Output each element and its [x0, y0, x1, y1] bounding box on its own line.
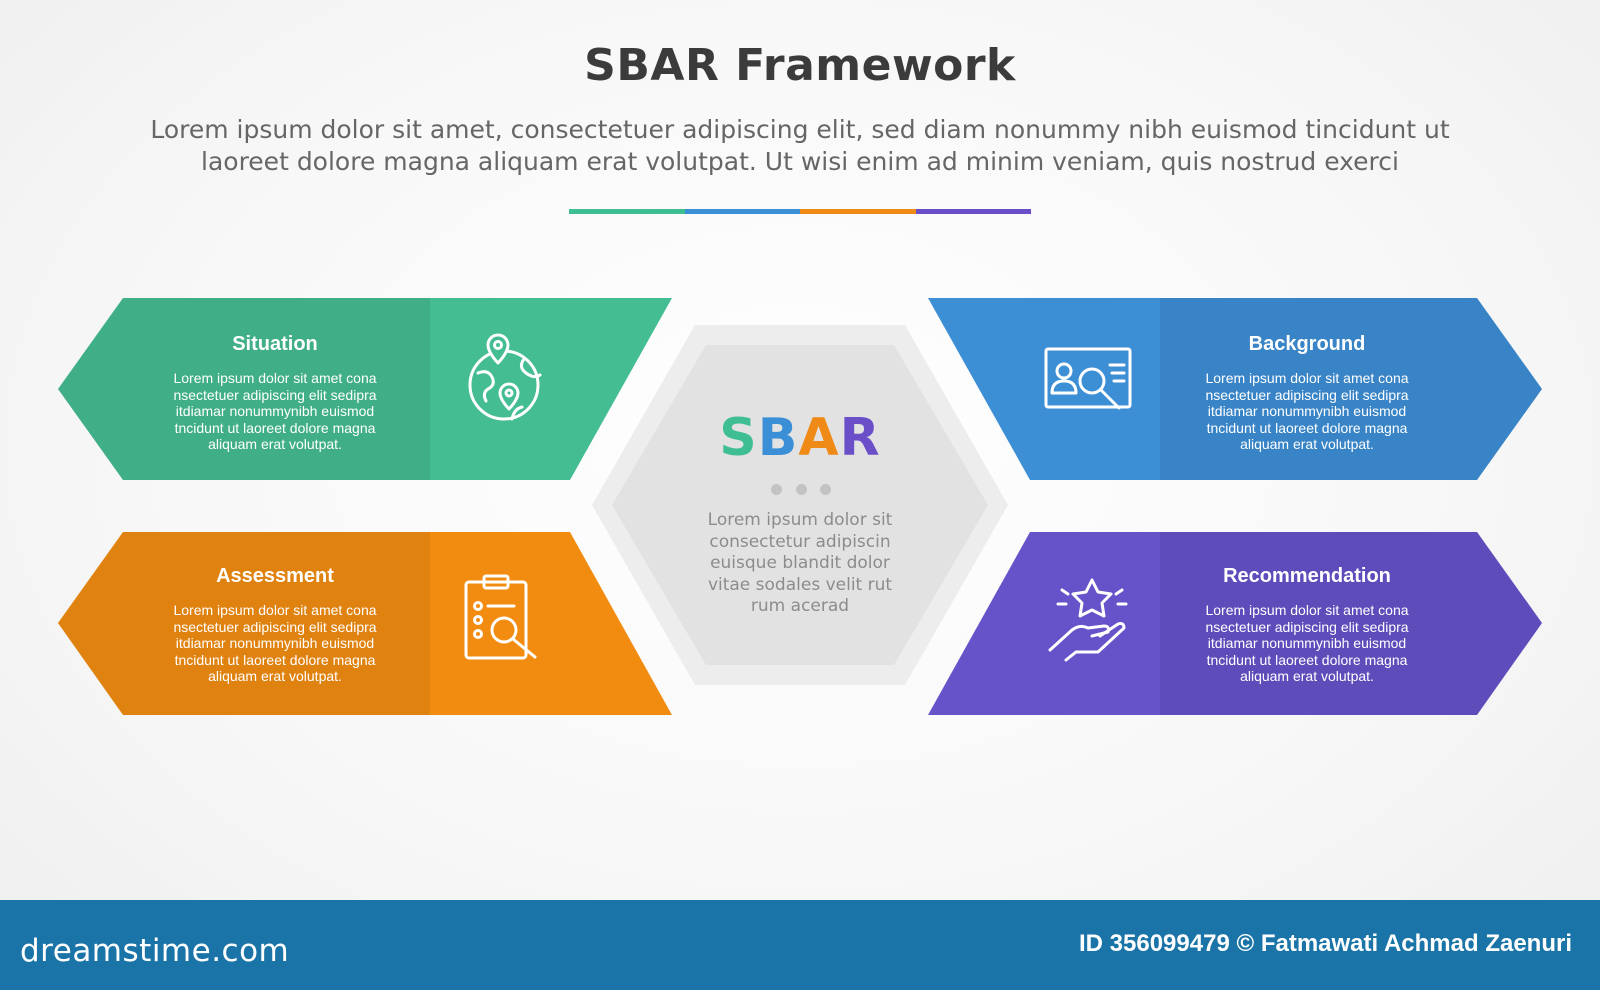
underline-segment — [569, 209, 685, 214]
page-title: SBAR Framework — [584, 40, 1016, 91]
card-situation-shade — [58, 298, 430, 480]
card-situation — [58, 298, 672, 480]
card-situation-title: Situation — [232, 333, 318, 355]
footer-credit: ID 356099479 © Fatmawati Achmad Zaenuri — [1079, 930, 1572, 957]
card-background — [928, 298, 1542, 480]
title-underline — [569, 209, 1031, 214]
logo-letter: B — [757, 408, 799, 468]
center-hexagon-inner — [612, 345, 988, 665]
card-assessment-shape — [58, 532, 672, 715]
underline-segment — [684, 209, 800, 214]
card-background-text: Lorem ipsum dolor sit amet cona nsectetu… — [1205, 370, 1409, 452]
card-assessment-title: Assessment — [216, 565, 334, 587]
profile-search-icon — [1044, 347, 1132, 410]
subtitle-line-1: Lorem ipsum dolor sit amet, consectetuer… — [150, 115, 1450, 144]
card-assessment-shade — [58, 532, 430, 715]
underline-segment — [800, 209, 916, 214]
card-recommendation-shade — [1160, 532, 1542, 715]
subtitle-line-2: laoreet dolore magna aliquam erat volutp… — [201, 147, 1399, 176]
center-text: Lorem ipsum dolor sit consectetur adipis… — [707, 510, 893, 616]
logo-letter: S — [719, 408, 758, 468]
card-recommendation-title: Recommendation — [1223, 565, 1391, 587]
card-background-shade — [1160, 298, 1542, 480]
footer-bar: dreamstime.com ID 356099479 © Fatmawati … — [0, 900, 1600, 990]
logo-letter: A — [798, 408, 840, 468]
card-situation-shape — [58, 298, 672, 480]
card-recommendation-shape — [928, 532, 1542, 715]
ellipsis-dots — [771, 484, 831, 496]
card-situation-text: Lorem ipsum dolor sit amet cona nsectetu… — [173, 370, 377, 452]
card-background-shape — [928, 298, 1542, 480]
sbar-logo: SBAR — [700, 408, 900, 468]
clipboard-search-icon — [464, 574, 537, 660]
card-assessment — [58, 532, 672, 715]
card-recommendation-text: Lorem ipsum dolor sit amet cona nsectetu… — [1205, 602, 1409, 684]
page-subtitle: Lorem ipsum dolor sit amet, consectetuer… — [120, 114, 1480, 178]
globe-location-icon — [468, 333, 542, 421]
underline-segment — [915, 209, 1031, 214]
card-assessment-text: Lorem ipsum dolor sit amet cona nsectetu… — [173, 602, 377, 684]
logo-letter: R — [839, 408, 881, 468]
card-background-title: Background — [1248, 333, 1366, 355]
card-recommendation — [928, 532, 1542, 715]
hand-star-icon — [1048, 578, 1128, 662]
footer-brand[interactable]: dreamstime.com — [20, 933, 290, 969]
